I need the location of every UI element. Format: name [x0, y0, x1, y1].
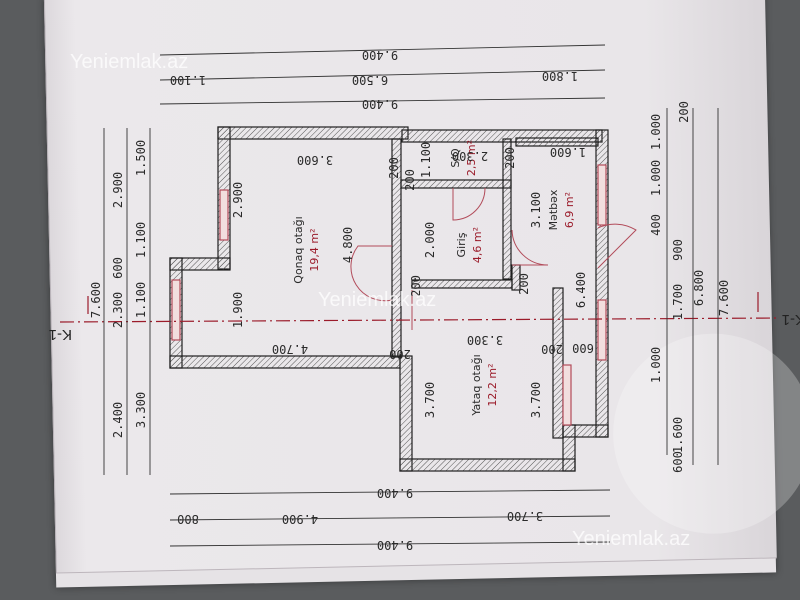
watermark-middle: Yeniemlak.az: [318, 289, 436, 311]
svg-text:1.000: 1.000: [649, 160, 663, 196]
svg-text:200: 200: [517, 273, 531, 295]
svg-text:1.100: 1.100: [134, 222, 148, 258]
svg-text:1.800: 1.800: [542, 69, 578, 83]
svg-text:200: 200: [389, 347, 411, 361]
svg-text:200: 200: [677, 101, 691, 123]
svg-text:3.700: 3.700: [507, 509, 543, 523]
svg-text:9.400: 9.400: [377, 486, 413, 500]
svg-text:2.400: 2.400: [111, 402, 125, 438]
svg-text:4.900: 4.900: [282, 512, 318, 526]
section-label-left: K-1: [49, 326, 72, 343]
watermark-bottom: Yeniemlak.az: [572, 528, 690, 550]
svg-text:7.600: 7.600: [89, 282, 103, 318]
svg-text:1.100: 1.100: [134, 282, 148, 318]
svg-text:2.000: 2.000: [423, 222, 437, 258]
svg-text:7.600: 7.600: [717, 280, 731, 316]
svg-text:200: 200: [387, 157, 401, 179]
svg-text:200: 200: [541, 342, 563, 356]
watermark-top: Yeniemlak.az: [70, 51, 188, 73]
svg-text:S/Q: S/Q: [449, 148, 462, 168]
svg-text:2,5 m²: 2,5 m²: [465, 140, 478, 176]
svg-text:1.600: 1.600: [671, 417, 685, 453]
svg-text:Qonaq otağı: Qonaq otağı: [292, 216, 305, 283]
room-label-wc: S/Q 2,5 m²: [449, 140, 478, 176]
doors: [350, 187, 637, 330]
svg-text:4.700: 4.700: [272, 342, 308, 356]
svg-text:9.400: 9.400: [377, 538, 413, 552]
room-label-kitchen: Mətbəx 6,9 m²: [547, 189, 576, 230]
svg-text:900: 900: [671, 239, 685, 261]
svg-text:2.300: 2.300: [452, 149, 488, 163]
svg-text:Giriş: Giriş: [455, 232, 468, 257]
svg-text:3.100: 3.100: [529, 192, 543, 228]
svg-text:6.800: 6.800: [692, 270, 706, 306]
room-label-living: Qonaq otağı 19,4 m²: [292, 216, 321, 283]
svg-text:1.900: 1.900: [231, 292, 245, 328]
svg-text:6.500: 6.500: [352, 73, 388, 87]
svg-text:Mətbəx: Mətbəx: [547, 189, 560, 230]
section-line: [59, 317, 781, 323]
svg-text:3.300: 3.300: [467, 333, 503, 347]
svg-text:200: 200: [503, 147, 517, 169]
svg-text:1.100: 1.100: [170, 73, 206, 87]
svg-text:1.500: 1.500: [134, 140, 148, 176]
svg-text:Yataq otağı: Yataq otağı: [470, 354, 483, 416]
svg-text:12,2 m²: 12,2 m²: [486, 363, 499, 406]
room-label-entry: Giriş 4,6 m²: [455, 227, 484, 263]
svg-text:3.600: 3.600: [297, 153, 333, 167]
svg-text:600: 600: [671, 451, 685, 473]
svg-text:19,4 m²: 19,4 m²: [308, 228, 321, 271]
svg-text:3.300: 3.300: [134, 392, 148, 428]
windows: [171, 164, 607, 426]
svg-text:200: 200: [403, 169, 417, 191]
svg-text:9.400: 9.400: [362, 97, 398, 111]
svg-text:4.800: 4.800: [341, 227, 355, 263]
svg-text:1.700: 1.700: [671, 284, 685, 320]
svg-text:4,6 m²: 4,6 m²: [471, 227, 484, 263]
svg-text:1.000: 1.000: [649, 114, 663, 150]
svg-text:200: 200: [409, 275, 423, 297]
svg-text:2.900: 2.900: [111, 172, 125, 208]
svg-text:1.000: 1.000: [649, 347, 663, 383]
svg-text:600: 600: [572, 341, 594, 355]
dim-texts: 9.400 1.100 6.500 1.800 9.400 9.400 800 …: [89, 48, 731, 552]
svg-text:1.600: 1.600: [550, 145, 586, 159]
svg-text:400: 400: [649, 214, 663, 236]
svg-text:1.100: 1.100: [419, 142, 433, 178]
svg-text:2.900: 2.900: [231, 182, 245, 218]
svg-text:800: 800: [177, 512, 199, 526]
section-label-right: K-1: [782, 311, 800, 328]
svg-text:2.300: 2.300: [111, 292, 125, 328]
svg-text:3.700: 3.700: [423, 382, 437, 418]
svg-text:6,9 m²: 6,9 m²: [563, 192, 576, 228]
svg-text:3.700: 3.700: [529, 382, 543, 418]
room-label-bedroom: Yataq otağı 12,2 m²: [470, 354, 499, 416]
svg-text:9.400: 9.400: [362, 48, 398, 62]
svg-text:600: 600: [111, 257, 125, 279]
svg-text:6.400: 6.400: [574, 272, 588, 308]
dimension-lines: [103, 44, 719, 547]
